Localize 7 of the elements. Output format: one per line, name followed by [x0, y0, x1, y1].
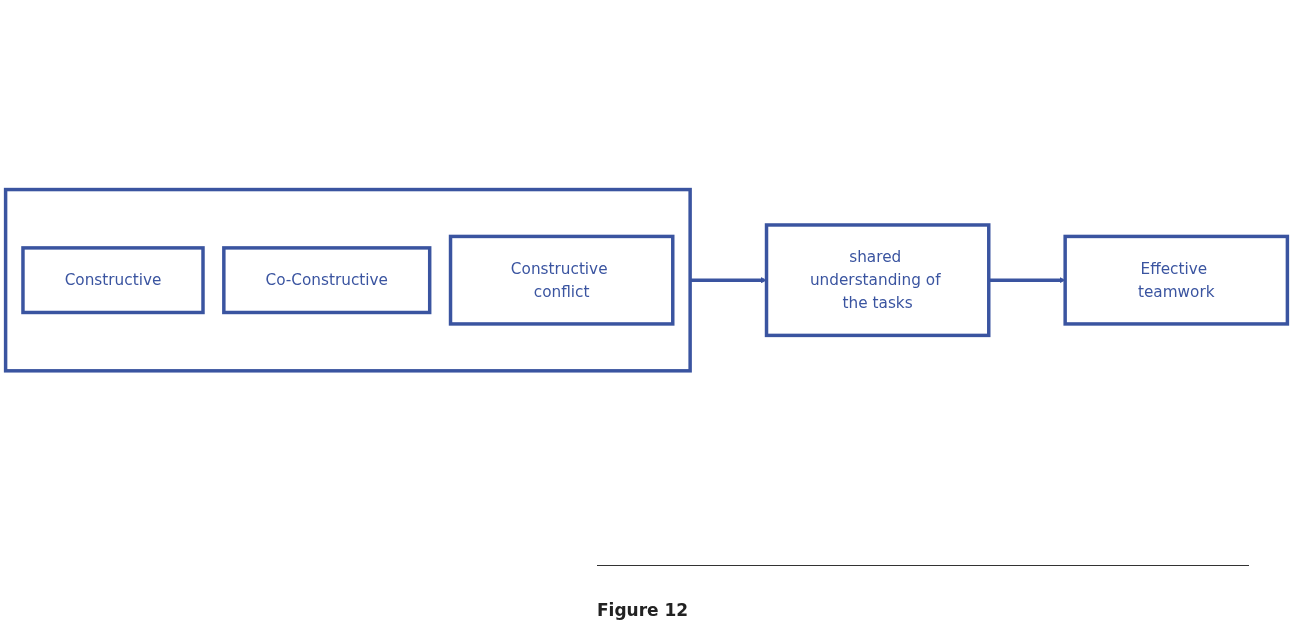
node-box: Constructive conflict — [448, 234, 675, 326]
node-box: Co-Constructive — [222, 245, 432, 315]
node-box: Effective teamwork — [1063, 234, 1290, 326]
figure-caption: Figure 12 — [597, 600, 689, 620]
node-box: shared understanding of the tasks — [764, 223, 991, 337]
node-box: Constructive — [21, 245, 205, 315]
cluster — [3, 187, 692, 373]
